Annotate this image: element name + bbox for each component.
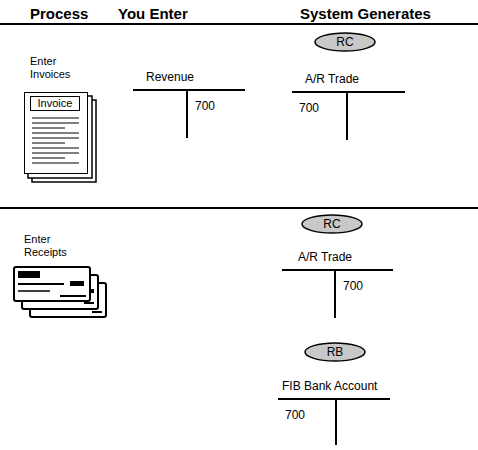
check-line bbox=[84, 302, 94, 304]
t-account-stem bbox=[346, 91, 348, 140]
t-account-crossbar bbox=[292, 91, 405, 93]
t-account: A/R Trade700 bbox=[282, 250, 393, 318]
account-name: FIB Bank Account bbox=[282, 379, 410, 394]
check-stack bbox=[14, 267, 106, 317]
text-line bbox=[32, 138, 79, 139]
t-account-crossbar bbox=[278, 398, 390, 400]
t-account-stem bbox=[334, 269, 336, 318]
text-line bbox=[32, 148, 79, 149]
amount: 700 bbox=[299, 101, 346, 116]
amount: 700 bbox=[195, 99, 245, 114]
oval-shape bbox=[315, 33, 375, 51]
account-name: A/R Trade bbox=[298, 250, 413, 265]
check-line bbox=[92, 311, 102, 313]
ledger-code-oval: RC bbox=[301, 214, 363, 234]
text-line bbox=[32, 123, 79, 124]
text-line bbox=[32, 118, 79, 119]
invoice-document: Invoice bbox=[24, 92, 88, 174]
text-line bbox=[32, 133, 79, 134]
header-rule bbox=[0, 23, 478, 25]
check bbox=[14, 267, 90, 301]
oval-shape bbox=[305, 343, 365, 361]
column-header: Process bbox=[30, 5, 120, 22]
document-title: Invoice bbox=[30, 96, 80, 111]
ledger-code: RC bbox=[314, 32, 376, 52]
process-name: Enter Receipts bbox=[24, 233, 80, 259]
t-account: Revenue700 bbox=[133, 70, 245, 138]
check-mark bbox=[70, 281, 84, 286]
ledger-code-oval: RC bbox=[314, 32, 376, 52]
text-line bbox=[32, 153, 79, 154]
check-line bbox=[18, 290, 50, 292]
oval-shape bbox=[302, 215, 362, 233]
t-account-crossbar bbox=[133, 89, 245, 91]
ledger-code: RB bbox=[304, 342, 366, 362]
ledger-code: RC bbox=[301, 214, 363, 234]
text-line bbox=[32, 158, 65, 159]
amount: 700 bbox=[285, 408, 335, 423]
t-account-stem bbox=[335, 398, 337, 445]
row-separator bbox=[0, 207, 478, 209]
t-account-stem bbox=[186, 89, 188, 138]
amount: 700 bbox=[343, 279, 393, 294]
check-line bbox=[18, 283, 64, 285]
column-header: You Enter bbox=[118, 5, 228, 22]
text-line bbox=[32, 143, 65, 144]
account-name: A/R Trade bbox=[305, 72, 425, 87]
account-name: Revenue bbox=[146, 70, 265, 85]
check-block bbox=[18, 271, 40, 278]
text-line bbox=[32, 128, 65, 129]
check-line bbox=[60, 295, 86, 297]
t-account-crossbar bbox=[282, 269, 393, 271]
column-header: System Generates bbox=[300, 5, 470, 22]
text-line bbox=[32, 163, 79, 164]
t-account: FIB Bank Account700 bbox=[278, 379, 390, 445]
ledger-code-oval: RB bbox=[304, 342, 366, 362]
t-account: A/R Trade700 bbox=[292, 72, 405, 140]
process-name: Enter Invoices bbox=[30, 55, 84, 81]
